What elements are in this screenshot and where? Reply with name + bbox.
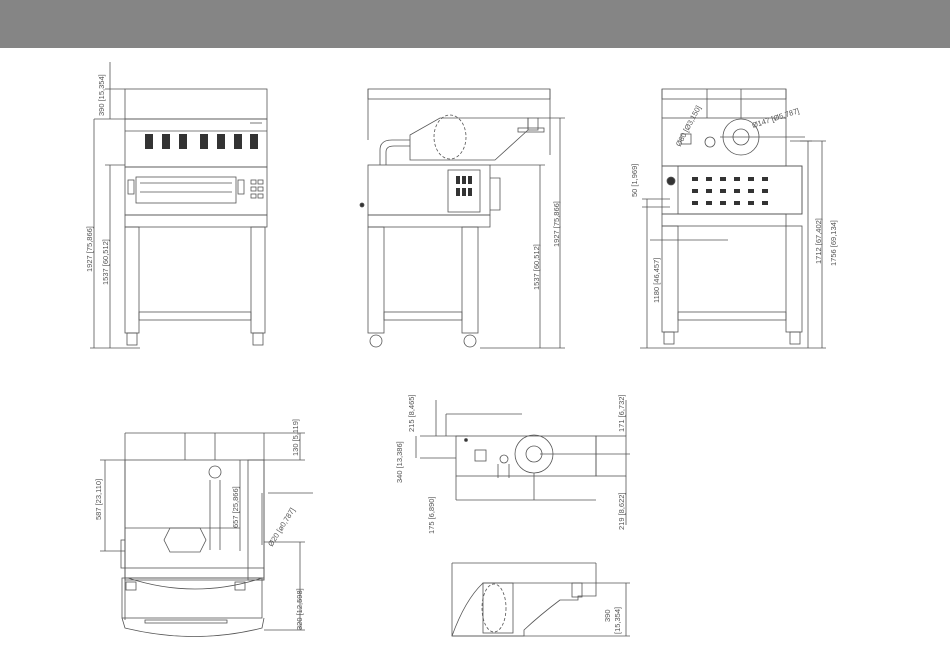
top-dim-right-bottom: 320 [12,598] (295, 588, 304, 630)
front-dim-worktop: 1537 [60,512] (101, 239, 110, 285)
front-stand (125, 215, 267, 345)
hood-top-view (416, 400, 630, 525)
front-dim-total: 1927 [75,866] (85, 226, 94, 272)
rear-view (640, 89, 826, 348)
hood-top-dim-left-mid: 340 [13,386] (395, 441, 404, 483)
rear-dim-height-1: 1180 [46,457] (652, 258, 661, 303)
front-oven-deck (125, 167, 267, 215)
rear-vent-slots (692, 177, 768, 205)
dimension-labels: 390 [15,354] 1927 [75,866] 1537 [60,512]… (85, 74, 838, 634)
side-dim-total: 1927 [75,866] (552, 201, 561, 247)
rear-dim-connector-1: Ø80 [Ø3,150] (674, 104, 703, 148)
side-view (360, 89, 565, 348)
rear-dim-height-2: 1712 [67,402] (814, 218, 823, 264)
top-hood-outline (164, 528, 206, 552)
side-stand (368, 215, 490, 347)
side-exhaust-pipe (380, 140, 410, 165)
hood-top-dim-left-top: 215 [8,465] (407, 394, 416, 432)
top-body (125, 460, 264, 580)
side-dim-worktop: 1537 [60,512] (532, 244, 541, 290)
top-dim-right-top: 130 [5,119] (291, 419, 300, 456)
front-dim-top: 390 [15,354] (97, 74, 106, 116)
hood-top-dim-left-bottom: 175 [6,890] (427, 496, 436, 534)
rear-dim-height-3: 1756 [69,134] (829, 220, 838, 266)
top-dim-depth: 587 [23,110] (94, 479, 103, 520)
front-oven-door (136, 177, 236, 203)
hood-top-dim-right-top: 171 [6,732] (617, 394, 626, 432)
rear-dim-connector-2: Ø147 [Ø5,787] (751, 106, 801, 130)
top-dim-inner: 657 [25,866] (231, 486, 240, 528)
side-hood (410, 118, 528, 160)
front-control-panel (251, 180, 263, 198)
hood-side-dim-value: 390 (603, 609, 612, 622)
rear-connector-small (705, 137, 715, 147)
hood-side-body (452, 583, 596, 636)
front-vent-slots (145, 134, 258, 149)
rear-dim-offset: 50 [1,969] (630, 164, 639, 197)
front-view (90, 62, 267, 348)
front-hood (125, 89, 267, 119)
hood-side-view (452, 563, 630, 636)
hood-top-dim-right-bottom: 219 [8,622] (617, 492, 626, 530)
hood-side-dim-inch: [15,354] (613, 607, 622, 634)
rear-oven-deck (662, 166, 802, 214)
